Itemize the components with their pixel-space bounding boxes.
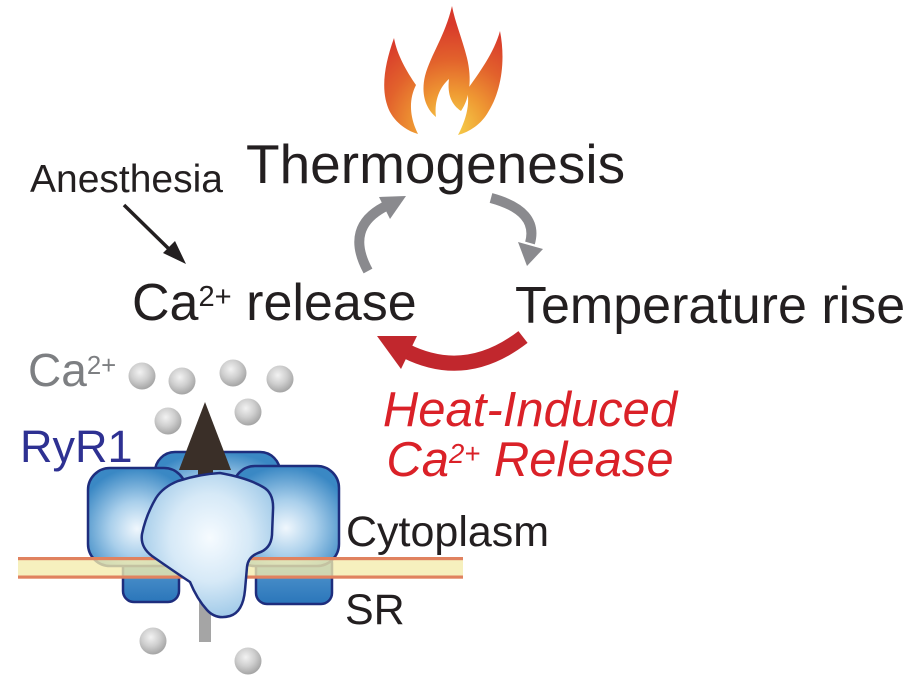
ca-ion [234, 398, 262, 426]
hicr-ca: Ca [386, 433, 449, 488]
hicr-line2: Ca2+ Release [352, 435, 708, 485]
ca-ions-base: Ca [28, 344, 87, 396]
ca-release-base: Ca [132, 274, 199, 332]
anesthesia-arrow [122, 203, 186, 264]
ca-release-rest: release [231, 274, 417, 332]
hicr-superscript: 2+ [448, 438, 481, 470]
hicr-line1: Heat-Induced [382, 383, 678, 437]
hicr-release: Release [480, 433, 674, 488]
ca-ion [266, 365, 294, 393]
ca-ion-spheres [128, 359, 294, 675]
anesthesia-label: Anesthesia [30, 158, 223, 201]
ca-ions-superscript: 2+ [86, 351, 117, 380]
ca-release-label: Ca2+ release [132, 277, 417, 329]
ca-ion [168, 367, 196, 395]
thermogenesis-label: Thermogenesis [246, 133, 626, 195]
flame-icon [384, 6, 503, 135]
heat-induced-ca-release-label: Heat-Induced Ca2+ Release [352, 385, 708, 486]
ca-ion [154, 407, 182, 435]
ca-release-superscript: 2+ [198, 281, 232, 314]
ca-ions-label: Ca2+ [28, 347, 116, 393]
channel-domain-front [140, 471, 275, 619]
ca-ion [128, 362, 156, 390]
heat-induced-arrow [377, 330, 528, 371]
ca-ion [139, 627, 167, 655]
ca-ion [219, 359, 247, 387]
ryr1-label: RyR1 [20, 421, 133, 472]
cycle-arrow-right [489, 193, 543, 266]
ryr1-channel [18, 402, 463, 642]
sr-label: SR [345, 586, 405, 634]
cytoplasm-label: Cytoplasm [346, 508, 550, 556]
temperature-rise-label: Temperature rise [515, 277, 906, 335]
cycle-arrow-left [354, 196, 406, 274]
ca-ion [234, 647, 262, 675]
